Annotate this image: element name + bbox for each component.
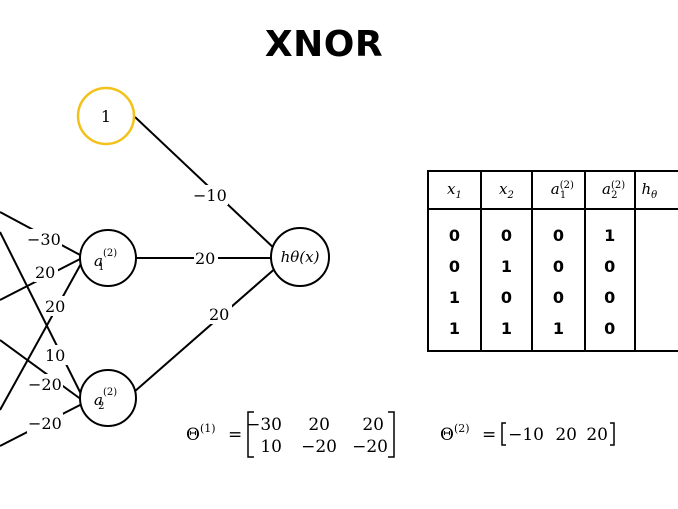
table-cell: 1 bbox=[583, 209, 636, 251]
table-cell bbox=[633, 282, 678, 313]
table-cell: 0 bbox=[479, 209, 534, 251]
theta1-r2c1: 10 bbox=[260, 437, 282, 457]
theta2-c1: −10 bbox=[508, 425, 544, 445]
page-title: XNOR bbox=[264, 24, 384, 65]
a1-label: a(2)1 bbox=[94, 248, 117, 273]
weight-label: −10 bbox=[193, 186, 227, 205]
theta1-r2c2: −20 bbox=[301, 437, 337, 457]
truth-table-container: x1 x2 a(2)1 a(2)2 hθ 0 0 0 1 0 1 0 0 bbox=[427, 160, 678, 370]
edge-bias-h bbox=[134, 116, 278, 252]
theta1-r1c3: 20 bbox=[362, 415, 384, 435]
header-x1: x1 bbox=[427, 170, 482, 210]
table-cell: 0 bbox=[531, 209, 586, 251]
header-h: hθ bbox=[633, 170, 678, 210]
weight-label: 20 bbox=[35, 263, 55, 282]
theta1-r1c2: 20 bbox=[308, 415, 330, 435]
theta2-matrix: Θ(2) = −10 20 20 bbox=[440, 422, 615, 446]
header-x2: x2 bbox=[479, 170, 534, 210]
table-cell: 0 bbox=[583, 313, 636, 352]
hidden-node-a1: a(2)1 bbox=[79, 229, 137, 287]
table-cell: 1 bbox=[427, 313, 482, 352]
weight-label: 10 bbox=[45, 346, 65, 365]
table-cell: 0 bbox=[583, 251, 636, 282]
theta1-r1c1: −30 bbox=[246, 415, 282, 435]
weight-label: −20 bbox=[28, 414, 62, 433]
weight-label: −30 bbox=[27, 230, 61, 249]
table-row: 1 0 0 0 bbox=[427, 282, 678, 313]
output-node-label: hθ(x) bbox=[281, 248, 320, 266]
a2-label: a(2)2 bbox=[94, 387, 117, 412]
table-row: 0 1 0 0 bbox=[427, 251, 678, 282]
header-a2: a(2)2 bbox=[583, 170, 636, 210]
edge-bias-in-a2 bbox=[0, 231, 83, 397]
table-cell: 0 bbox=[531, 282, 586, 313]
theta2-c2: 20 bbox=[555, 425, 577, 445]
weight-label: −20 bbox=[28, 375, 62, 394]
table-cell bbox=[633, 251, 678, 282]
table-cell: 1 bbox=[479, 251, 534, 282]
table-cell bbox=[633, 313, 678, 352]
theta2-equals: = bbox=[482, 425, 496, 445]
theta1-equals: = bbox=[228, 425, 242, 445]
edge-x1-a2 bbox=[0, 339, 83, 401]
theta1-matrix: Θ(1) = −30 20 20 10 −20 −20 bbox=[186, 411, 395, 458]
edge-a2-h bbox=[133, 265, 279, 393]
table-row: 0 0 0 1 bbox=[427, 209, 678, 251]
header-a1: a(2)1 bbox=[531, 170, 586, 210]
hidden-node-a2: a(2)2 bbox=[79, 369, 137, 427]
table-cell: 0 bbox=[427, 251, 482, 282]
theta2-c3: 20 bbox=[586, 425, 608, 445]
table-cell bbox=[633, 209, 678, 251]
weight-labels: −30 20 20 10 −20 −20 −10 20 20 bbox=[26, 185, 232, 433]
weight-label: 20 bbox=[45, 297, 65, 316]
bias-node-label: 1 bbox=[101, 107, 111, 126]
table-cell: 1 bbox=[531, 313, 586, 352]
table-cell: 0 bbox=[427, 209, 482, 251]
theta1-symbol: Θ(1) bbox=[186, 422, 216, 445]
table-cell: 0 bbox=[583, 282, 636, 313]
weight-label: 20 bbox=[195, 249, 215, 268]
table-cell: 1 bbox=[427, 282, 482, 313]
theta2-symbol: Θ(2) bbox=[440, 422, 470, 445]
bias-node: 1 bbox=[76, 86, 136, 146]
table-cell: 0 bbox=[531, 251, 586, 282]
table-cell: 0 bbox=[479, 282, 534, 313]
weight-label: 20 bbox=[209, 305, 229, 324]
edge-x2-a1 bbox=[0, 261, 83, 411]
table-header-row: x1 x2 a(2)1 a(2)2 hθ bbox=[427, 170, 678, 210]
truth-table: x1 x2 a(2)1 a(2)2 hθ 0 0 0 1 0 1 0 0 bbox=[427, 170, 678, 352]
table-cell: 1 bbox=[479, 313, 534, 352]
table-row: 1 1 1 0 bbox=[427, 313, 678, 352]
output-node: hθ(x) bbox=[270, 227, 330, 287]
theta1-r2c3: −20 bbox=[352, 437, 388, 457]
